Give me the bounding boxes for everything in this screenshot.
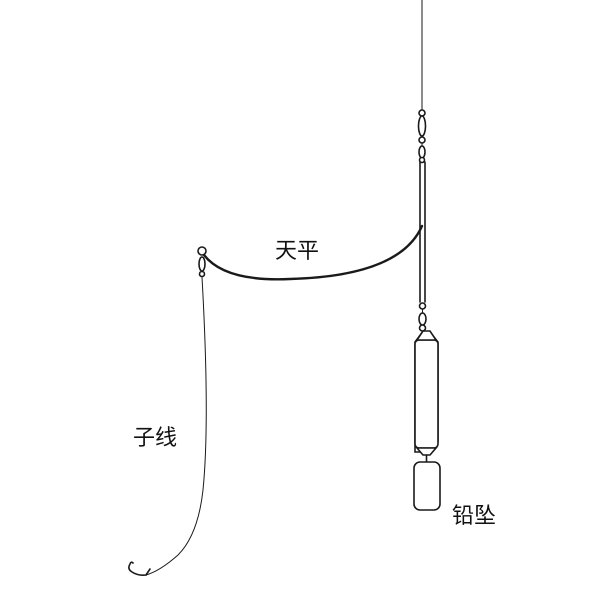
left-swivel-icon bbox=[197, 246, 207, 278]
leader-line-label: 子线 bbox=[133, 426, 177, 451]
balance-vertical-bar bbox=[418, 161, 427, 310]
sinker-body-icon bbox=[414, 330, 439, 456]
leader-line bbox=[145, 276, 207, 576]
middle-swivel-icon bbox=[418, 142, 426, 164]
sinker-label: 铅坠 bbox=[452, 504, 496, 529]
sinker-swivel-icon bbox=[418, 308, 427, 332]
balance-label: 天平 bbox=[275, 239, 319, 264]
hook-icon bbox=[128, 561, 151, 576]
lower-sinker-icon bbox=[413, 461, 441, 511]
top-swivel-icon bbox=[417, 109, 427, 144]
balance-arm bbox=[202, 224, 424, 281]
